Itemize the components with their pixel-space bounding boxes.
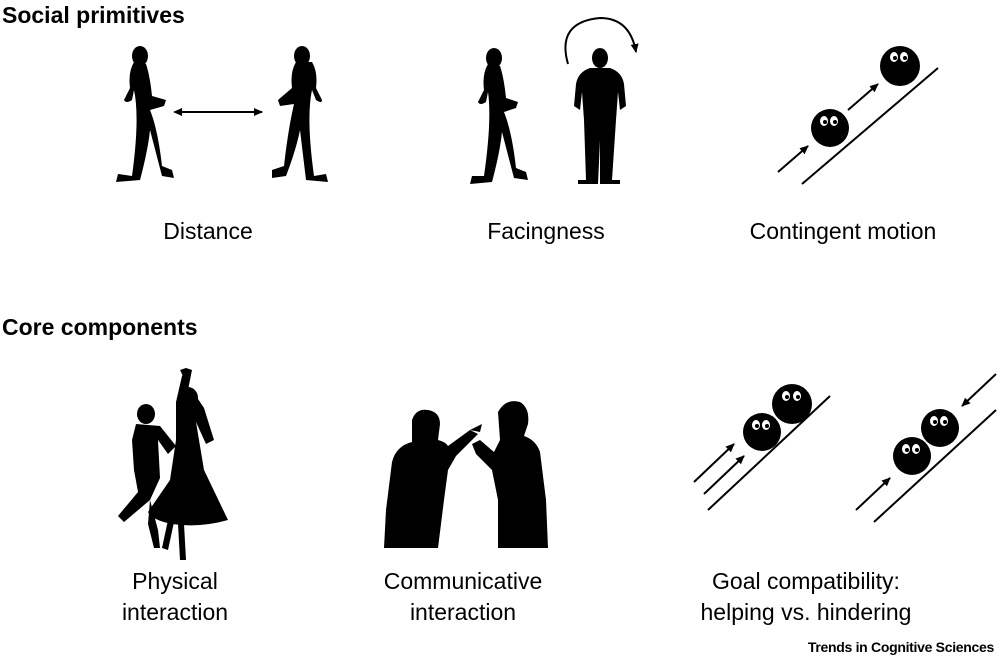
motion-arrow-lower [777,145,809,173]
hindering-scene [855,373,997,523]
helping-arrow-2 [703,455,745,495]
arguing-man-left-silhouette [384,409,482,548]
walking-woman-right-silhouette [272,46,328,182]
caption-goal-compatibility: Goal compatibility: helping vs. hinderin… [700,568,912,625]
caption-physical-interaction: Physical interaction [121,568,229,625]
agent-ball-lower [811,109,849,147]
slope-line [801,67,939,185]
journal-credit: Trends in Cognitive Sciences [807,639,994,655]
hindering-arrow [961,373,997,407]
arguing-man-right-silhouette [472,401,548,548]
contingent-motion-illustration [777,46,939,185]
goal-compatibility-illustration [693,373,997,523]
agent-ball-upper [880,46,920,86]
caption-distance: Distance [163,218,253,244]
dancing-couple-silhouette [118,368,228,560]
section-title-social-primitives: Social primitives [2,2,185,28]
walking-woman-silhouette [470,48,528,184]
helping-arrow-1 [693,443,735,483]
helper-ball [743,413,781,451]
hinderer-ball [921,409,959,447]
helping-slope-line [707,395,831,511]
communicative-interaction-illustration [384,401,548,548]
physical-interaction-illustration [118,368,228,560]
caption-contingent-motion: Contingent motion [749,218,937,244]
hindering-slope-line [873,409,997,523]
section-title-core-components: Core components [2,314,198,340]
standing-man-silhouette [574,48,626,184]
motion-arrow-upper [847,83,879,111]
climbing-arrow [855,477,891,511]
caption-communicative-interaction: Communicative interaction [383,568,543,625]
climber-ball-hindered [893,437,931,475]
climber-ball-helped [772,384,812,424]
turn-arrow [564,16,639,65]
distance-illustration [116,46,328,182]
facingness-illustration [470,16,639,184]
helping-scene [693,384,831,511]
caption-facingness: Facingness [487,218,605,244]
walking-woman-left-silhouette [116,46,174,182]
